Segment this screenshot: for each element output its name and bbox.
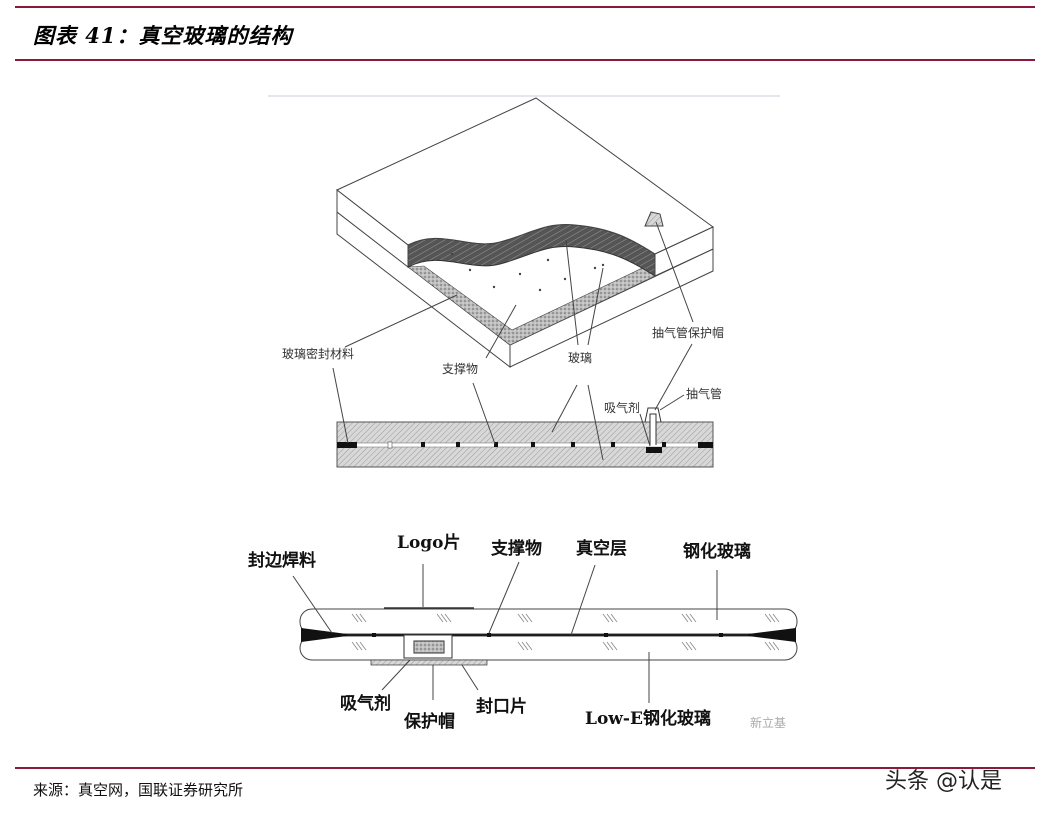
figure-title: 图表 41：真空玻璃的结构 — [33, 23, 293, 48]
label-pump-tube: 抽气管 — [686, 386, 722, 401]
edge-solder-left — [301, 628, 347, 642]
cross-section-supports — [387, 441, 666, 449]
label-getter: 吸气剂 — [604, 400, 640, 415]
seal-plate — [370, 659, 488, 666]
label-glass: 玻璃 — [568, 351, 592, 365]
label-lowe-glass: Low-E钢化玻璃 — [585, 708, 711, 729]
label-vacuum-layer: 真空层 — [576, 538, 627, 559]
source-note: 来源：真空网，国联证券研究所 — [33, 781, 244, 799]
top-glass-right-face — [654, 226, 714, 277]
header-top-rule — [15, 6, 1035, 8]
label-getter-bottom: 吸气剂 — [340, 693, 391, 714]
support-dots — [450, 252, 605, 292]
image-watermark: 新立基 — [750, 715, 786, 730]
label-support: 支撑物 — [442, 361, 478, 376]
edge-solder-right — [748, 628, 796, 642]
label-protective-cap: 保护帽 — [403, 711, 455, 732]
label-tube-cap: 抽气管保护帽 — [652, 325, 724, 340]
getter-box — [413, 640, 445, 654]
label-tempered-glass: 钢化玻璃 — [683, 541, 751, 562]
top-glass-left-face — [336, 188, 409, 269]
footer-rule — [15, 767, 1035, 769]
bottom-glass-right-face — [509, 248, 714, 368]
label-glass-sealant: 玻璃密封材料 — [282, 346, 354, 361]
header-bottom-rule — [15, 59, 1035, 61]
isometric-view — [336, 97, 714, 369]
top-glass-top-face — [336, 97, 714, 255]
vacuum-glass-section — [299, 607, 798, 666]
getter-block — [646, 447, 662, 453]
label-logo: Logo片 — [397, 532, 461, 553]
label-seal-plate: 封口片 — [476, 696, 527, 717]
bottom-supports — [372, 633, 723, 637]
pump-tube — [649, 413, 657, 445]
pump-tube-cap — [644, 407, 662, 423]
platform-watermark: 头条 @认是 — [885, 769, 1002, 794]
cross-section-view — [336, 407, 714, 468]
label-edge-solder: 封边焊料 — [248, 550, 316, 571]
glass-hatch-marks — [351, 613, 780, 651]
label-support-bottom: 支撑物 — [491, 538, 542, 559]
